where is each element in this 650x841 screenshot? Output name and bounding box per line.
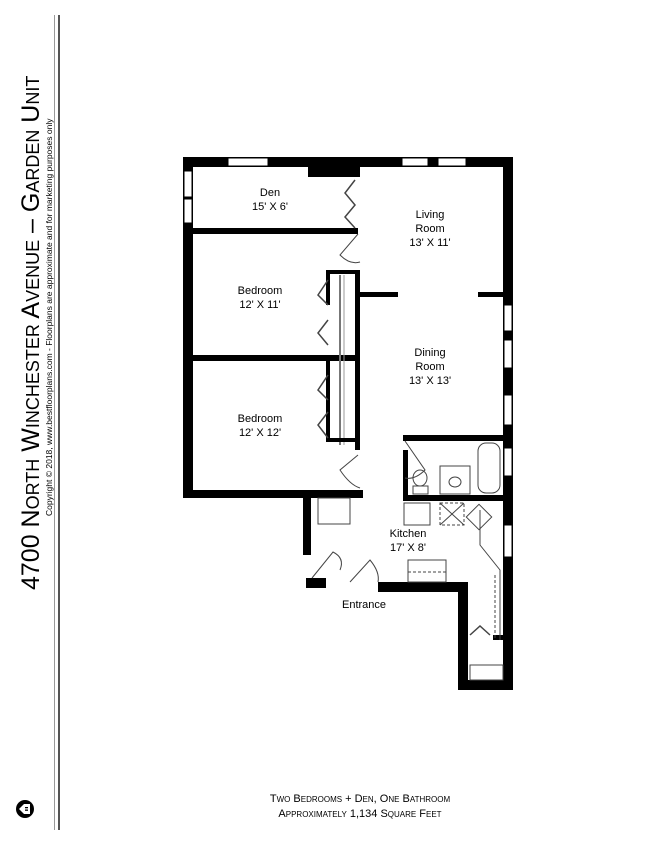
- room-name: Entrance: [341, 599, 387, 611]
- room-name: Bedroom: [237, 413, 283, 425]
- room-dining: Dining Room 13' X 13': [400, 346, 460, 388]
- room-kitchen: Kitchen 17' X 8': [378, 527, 438, 555]
- border-line-inner: [54, 15, 55, 830]
- room-entrance: Entrance: [332, 598, 396, 612]
- room-den: Den 15' X 6': [240, 186, 300, 214]
- room-name: Living: [415, 209, 445, 221]
- room-size: 17' X 8': [389, 542, 426, 554]
- room-bedroom-1: Bedroom 12' X 11': [225, 284, 295, 312]
- room-name: Bedroom: [237, 285, 283, 297]
- room-size: 15' X 6': [251, 201, 288, 213]
- room-living: Living Room 13' X 11': [400, 208, 460, 250]
- room-size: 13' X 11': [409, 237, 451, 249]
- bestfloorplans-logo-icon: [16, 800, 34, 818]
- border-line: [58, 15, 60, 830]
- closets: [311, 179, 504, 681]
- room-name: Dining: [414, 347, 446, 359]
- room-name-2: Room: [415, 223, 445, 235]
- windows: [183, 157, 513, 558]
- room-size: 12' X 11': [239, 299, 281, 311]
- room-size: 12' X 12': [238, 427, 282, 439]
- room-name: Den: [259, 187, 281, 199]
- square-footage: Approximately 1,134 Square Feet: [278, 808, 442, 820]
- room-bedroom-2: Bedroom 12' X 12': [225, 412, 295, 440]
- footer-summary: Two Bedrooms + Den, One Bathroom Approxi…: [200, 792, 520, 822]
- room-size: 13' X 13': [408, 375, 452, 387]
- unit-summary: Two Bedrooms + Den, One Bathroom: [269, 793, 451, 805]
- room-name-2: Room: [415, 361, 445, 373]
- room-name: Kitchen: [389, 528, 427, 540]
